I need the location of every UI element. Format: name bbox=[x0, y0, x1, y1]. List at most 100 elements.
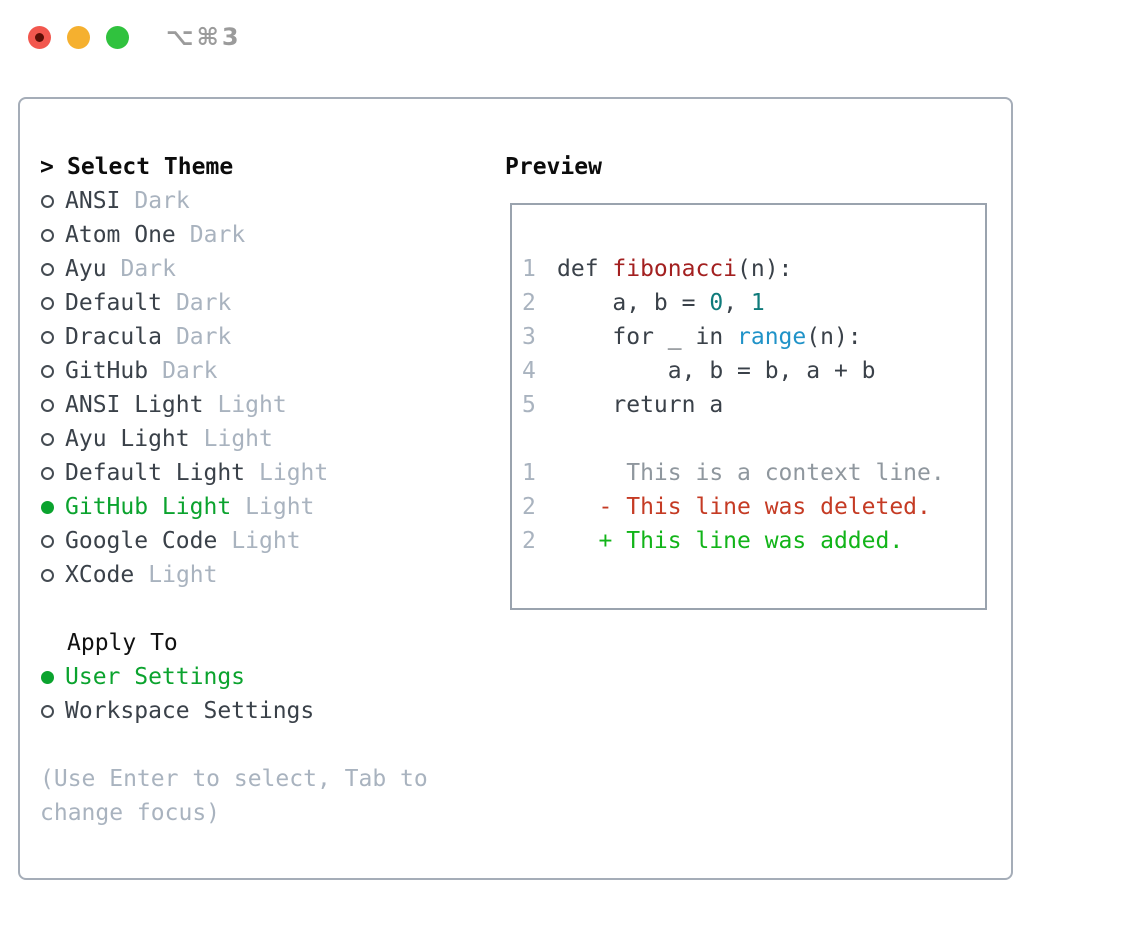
line-content: a, b = b, a + b bbox=[557, 358, 876, 384]
line-number: 4 bbox=[522, 358, 536, 384]
maximize-button[interactable] bbox=[106, 26, 129, 49]
minimize-button[interactable] bbox=[67, 26, 90, 49]
theme-option-ayu[interactable]: Ayu Dark bbox=[40, 252, 490, 286]
preview-line bbox=[522, 422, 985, 456]
apply-option-user-settings[interactable]: User Settings bbox=[40, 660, 490, 694]
theme-variant-label: Light bbox=[245, 494, 315, 520]
radio-icon bbox=[41, 568, 54, 582]
radio-selected-icon bbox=[41, 670, 54, 684]
line-content: return a bbox=[557, 392, 724, 418]
option-label: GitHub Light bbox=[65, 494, 232, 520]
preview-heading: Preview bbox=[505, 150, 1005, 184]
option-label: ANSI Light bbox=[65, 392, 204, 418]
radio-icon bbox=[41, 398, 54, 412]
window-title: ⌥⌘3 bbox=[166, 23, 242, 51]
theme-variant-label: Dark bbox=[162, 358, 218, 384]
preview-line: 4 a, b = b, a + b bbox=[522, 354, 985, 388]
line-number: 1 bbox=[522, 460, 536, 486]
option-label: Atom One bbox=[65, 222, 176, 248]
line-content: def fibonacci(n): bbox=[557, 256, 793, 282]
line-number: 2 bbox=[522, 290, 536, 316]
option-label: Default bbox=[65, 290, 162, 316]
titlebar: ⌥⌘3 bbox=[0, 0, 1140, 74]
help-text-line1: (Use Enter to select, Tab to bbox=[40, 766, 428, 792]
theme-option-xcode[interactable]: XCode Light bbox=[40, 558, 490, 592]
line-content: - This line was deleted. bbox=[557, 494, 931, 520]
option-label: Ayu Light bbox=[65, 426, 190, 452]
unsaved-dot-icon bbox=[35, 33, 44, 42]
apply-to-heading: Apply To bbox=[40, 626, 490, 660]
option-label: XCode bbox=[65, 562, 135, 588]
apply-to-heading-label: Apply To bbox=[67, 630, 178, 656]
option-label: ANSI bbox=[65, 188, 121, 214]
preview-line: 5 return a bbox=[522, 388, 985, 422]
option-label: Default Light bbox=[65, 460, 246, 486]
radio-selected-icon bbox=[41, 500, 54, 514]
spacer bbox=[40, 592, 490, 626]
option-label: Workspace Settings bbox=[65, 698, 315, 724]
line-number: 2 bbox=[522, 494, 536, 520]
theme-option-default-light[interactable]: Default Light Light bbox=[40, 456, 490, 490]
line-number: 1 bbox=[522, 256, 536, 282]
line-content: This is a context line. bbox=[557, 460, 945, 486]
close-button[interactable] bbox=[28, 26, 51, 49]
option-label: Ayu bbox=[65, 256, 107, 282]
radio-icon bbox=[41, 364, 54, 378]
radio-icon bbox=[41, 466, 54, 480]
preview-line: 1 This is a context line. bbox=[522, 456, 985, 490]
select-theme-heading-label: Select Theme bbox=[67, 154, 234, 180]
apply-option-workspace-settings[interactable]: Workspace Settings bbox=[40, 694, 490, 728]
theme-option-ayu-light[interactable]: Ayu Light Light bbox=[40, 422, 490, 456]
select-theme-heading: > Select Theme bbox=[40, 150, 490, 184]
theme-variant-label: Light bbox=[259, 460, 329, 486]
theme-option-github[interactable]: GitHub Dark bbox=[40, 354, 490, 388]
radio-icon bbox=[41, 432, 54, 446]
help-text-line2: change focus) bbox=[40, 800, 221, 826]
theme-variant-label: Dark bbox=[175, 290, 232, 316]
theme-option-ansi[interactable]: ANSI Dark bbox=[40, 184, 490, 218]
preview-line: 2 a, b = 0, 1 bbox=[522, 286, 985, 320]
radio-icon bbox=[41, 296, 54, 310]
radio-icon bbox=[41, 262, 54, 276]
preview-line: 3 for _ in range(n): bbox=[522, 320, 985, 354]
preview-line: 2 + This line was added. bbox=[522, 524, 985, 558]
radio-icon bbox=[41, 330, 54, 344]
theme-variant-label: Dark bbox=[134, 188, 190, 214]
option-label: GitHub bbox=[65, 358, 149, 384]
preview-heading-label: Preview bbox=[505, 154, 602, 180]
theme-variant-label: Light bbox=[231, 528, 301, 554]
theme-variant-label: Dark bbox=[189, 222, 246, 248]
option-label: User Settings bbox=[65, 664, 246, 690]
theme-variant-label: Light bbox=[203, 426, 273, 452]
preview-line: 1 def fibonacci(n): bbox=[522, 252, 985, 286]
radio-icon bbox=[41, 228, 54, 242]
theme-option-ansi-light[interactable]: ANSI Light Light bbox=[40, 388, 490, 422]
theme-option-github-light[interactable]: GitHub Light Light bbox=[40, 490, 490, 524]
radio-icon bbox=[41, 194, 54, 208]
theme-option-google-code[interactable]: Google Code Light bbox=[40, 524, 490, 558]
theme-variant-label: Light bbox=[217, 392, 287, 418]
radio-icon bbox=[41, 704, 54, 718]
line-content: for _ in range(n): bbox=[557, 324, 862, 350]
option-label: Dracula bbox=[65, 324, 162, 350]
preview-line: 2 - This line was deleted. bbox=[522, 490, 985, 524]
theme-variant-label: Dark bbox=[120, 256, 176, 282]
theme-option-atom-one[interactable]: Atom One Dark bbox=[40, 218, 490, 252]
theme-option-default[interactable]: Default Dark bbox=[40, 286, 490, 320]
theme-variant-label: Light bbox=[148, 562, 218, 588]
cursor-caret-icon: > bbox=[40, 154, 54, 180]
line-number bbox=[522, 422, 557, 456]
line-content: + This line was added. bbox=[557, 528, 904, 554]
option-label: Google Code bbox=[65, 528, 218, 554]
line-number: 2 bbox=[522, 528, 536, 554]
radio-icon bbox=[41, 534, 54, 548]
spacer bbox=[40, 728, 490, 762]
line-number: 5 bbox=[522, 392, 536, 418]
